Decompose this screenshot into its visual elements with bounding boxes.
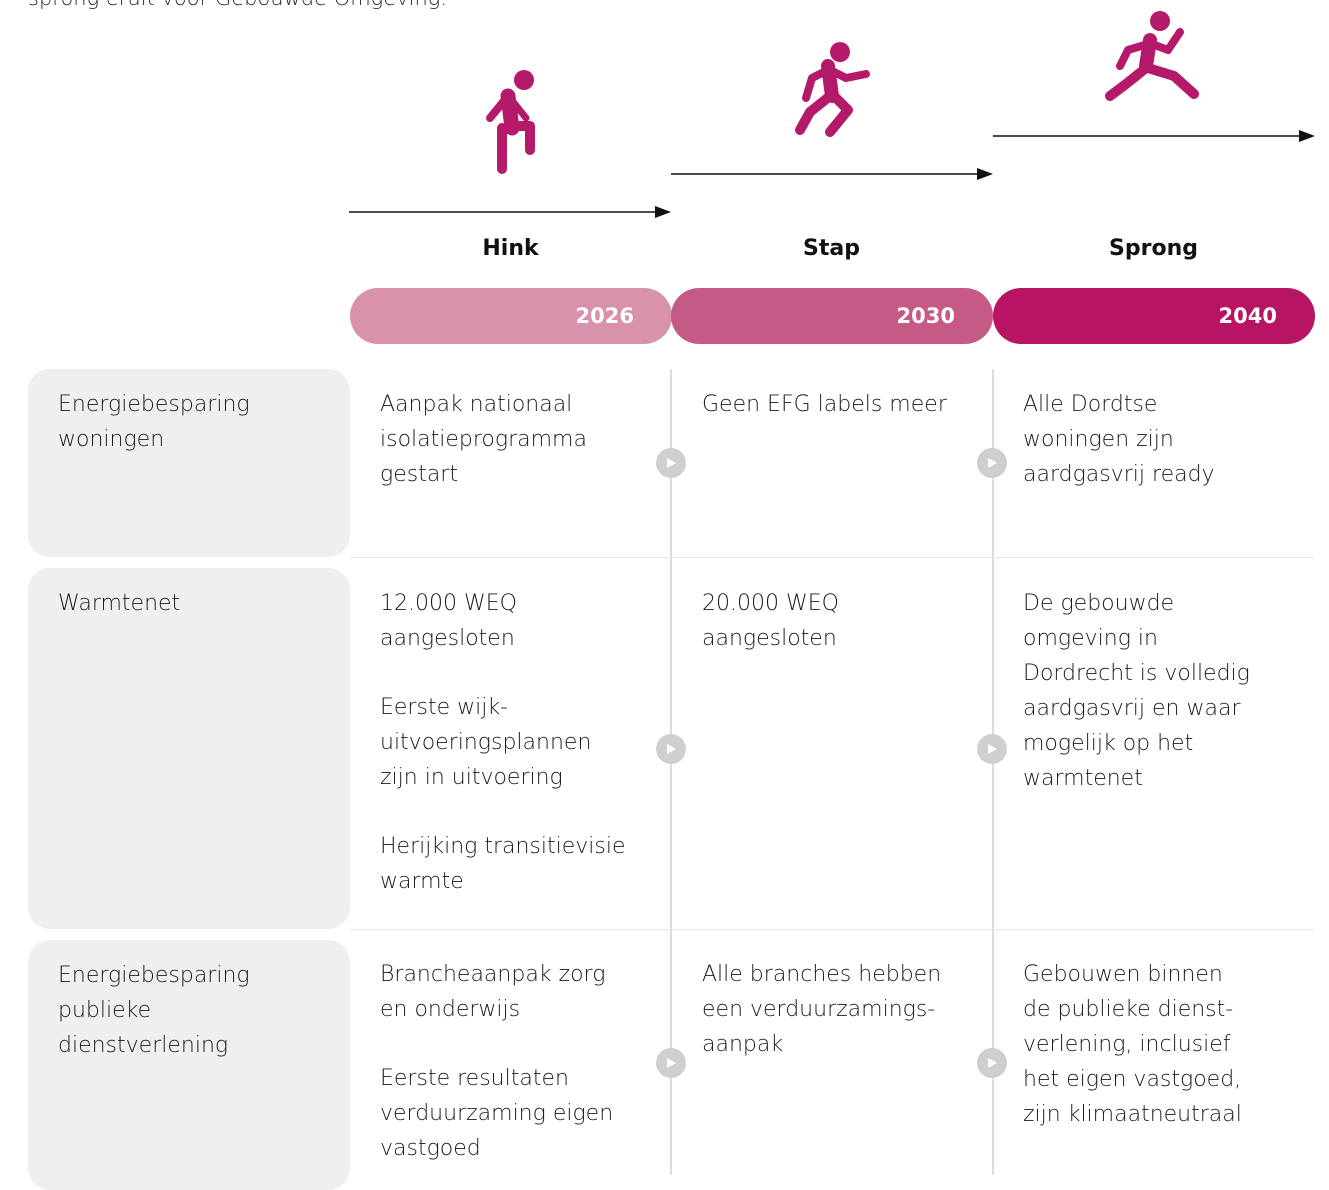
cell-text: Aanpak nationaal isolatieprogramma gesta… <box>380 392 587 487</box>
row-head-energiebesparing-publieke-dienstverlening: Energiebesparing publieke dienstverlenin… <box>28 940 350 1190</box>
walking-person-icon <box>795 42 870 137</box>
cell-warmtenet-2030: 20.000 WEQ aangesloten <box>702 586 987 656</box>
cell-publieke-2026: Brancheaanpak zorg en onderwijs Eerste r… <box>380 957 665 1166</box>
column-divider <box>992 369 994 1175</box>
row-head-energiebesparing-woningen: Energiebesparing woningen <box>28 369 350 557</box>
row-head-label: Warmtenet <box>58 591 181 616</box>
cell-woningen-2030: Geen EFG labels meer <box>702 387 987 422</box>
cell-text: Brancheaanpak zorg en onderwijs <box>380 962 606 1022</box>
row-divider <box>350 929 1314 930</box>
cell-text: Geen EFG labels meer <box>702 392 947 417</box>
row-head-warmtenet: Warmtenet <box>28 568 350 929</box>
cell-warmtenet-2040: De gebouwde omgeving in Dordrecht is vol… <box>1023 586 1313 796</box>
play-arrow-icon <box>656 448 686 478</box>
timeline-arrow-stap <box>671 168 993 180</box>
standing-person-icon <box>486 70 535 174</box>
cell-text: Alle Dordtse woningen zijn aardgasvrij r… <box>1023 392 1215 487</box>
cell-text: Eerste resultaten verduurzaming eigen va… <box>380 1066 614 1161</box>
intro-text: sprong eruit voor Gebouwde Omgeving. <box>28 0 447 10</box>
year-pill-2030: 2030 <box>671 288 993 344</box>
cell-text: 12.000 WEQ aangesloten <box>380 591 517 651</box>
cell-text: De gebouwde omgeving in Dordrecht is vol… <box>1023 591 1250 791</box>
play-arrow-icon <box>977 1048 1007 1078</box>
row-head-label: Energiebesparing woningen <box>58 392 250 452</box>
jumping-person-icon <box>1105 11 1199 101</box>
timeline-arrow-sprong <box>993 130 1315 142</box>
cell-text: Alle branches hebben een verduurzamings-… <box>702 962 942 1057</box>
cell-publieke-2030: Alle branches hebben een verduurzamings-… <box>702 957 987 1062</box>
cell-text: Eerste wijk- uitvoeringsplannen zijn in … <box>380 695 592 790</box>
play-arrow-icon <box>977 734 1007 764</box>
cell-publieke-2040: Gebouwen binnen de publieke dienst- verl… <box>1023 957 1313 1132</box>
play-arrow-icon <box>977 448 1007 478</box>
timeline-arrow-hink <box>349 206 671 218</box>
row-head-label: Energiebesparing publieke dienstverlenin… <box>58 963 250 1058</box>
row-divider <box>350 557 1314 558</box>
stage-label-sprong: Sprong <box>1109 236 1198 261</box>
stage-label-hink: Hink <box>482 236 539 261</box>
year-pill-2026: 2026 <box>350 288 672 344</box>
cell-warmtenet-2026: 12.000 WEQ aangesloten Eerste wijk- uitv… <box>380 586 665 899</box>
year-pill-2040: 2040 <box>993 288 1315 344</box>
play-arrow-icon <box>656 1048 686 1078</box>
column-divider <box>670 369 672 1175</box>
cell-text: Gebouwen binnen de publieke dienst- verl… <box>1023 962 1242 1127</box>
cell-text: Herijking transitievisie warmte <box>380 834 626 894</box>
stage-label-stap: Stap <box>803 236 860 261</box>
cell-woningen-2026: Aanpak nationaal isolatieprogramma gesta… <box>380 387 665 492</box>
cell-woningen-2040: Alle Dordtse woningen zijn aardgasvrij r… <box>1023 387 1313 492</box>
play-arrow-icon <box>656 734 686 764</box>
cell-text: 20.000 WEQ aangesloten <box>702 591 839 651</box>
